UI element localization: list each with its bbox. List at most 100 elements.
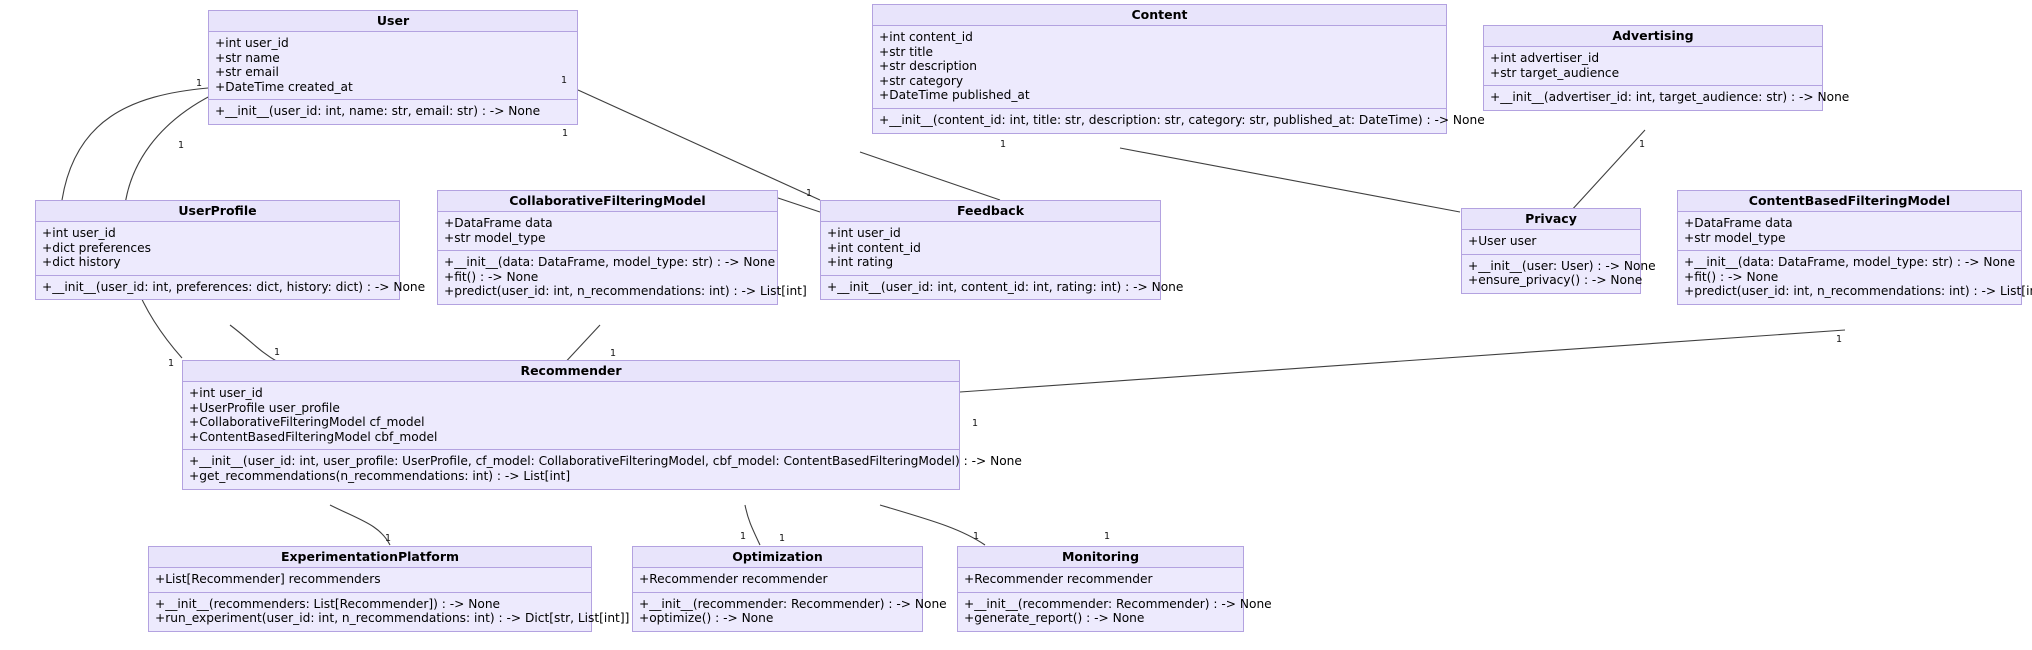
class-node-contentbasedfilteringmodel[interactable]: ContentBasedFilteringModel +DataFrame da… — [1677, 190, 2032, 305]
multiplicity-label: 1 — [1836, 334, 1843, 345]
class-title: Feedback — [821, 201, 1160, 222]
class-attributes: +int user_id +UserProfile user_profile +… — [183, 382, 959, 451]
class-attributes: +Recommender recommender — [633, 568, 922, 593]
class-node-feedback[interactable]: Feedback +int user_id +int content_id +i… — [820, 200, 1184, 301]
attribute-row: +int advertiser_id — [1490, 51, 1600, 65]
multiplicity-label: 1 — [1639, 139, 1646, 150]
multiplicity-label: 1 — [196, 78, 203, 89]
method-row: +__init__(user_id: int, content_id: int,… — [827, 279, 1184, 294]
class-attributes: +DataFrame data +str model_type — [1678, 212, 2021, 252]
multiplicity-label: 1 — [1000, 139, 1007, 150]
class-title: ContentBasedFilteringModel — [1678, 191, 2021, 212]
attribute-row: +CollaborativeFilteringModel cf_model — [189, 415, 425, 430]
method-row: +__init__(advertiser_id: int, target_aud… — [1490, 90, 1850, 105]
class-title: UserProfile — [36, 201, 399, 222]
class-methods: +__init__(recommenders: List[Recommender… — [149, 593, 630, 631]
class-title: Monitoring — [958, 547, 1243, 568]
attribute-row: +List[Recommender] recommenders — [155, 572, 381, 586]
attribute-row: +str description — [879, 59, 977, 74]
method-row: +__init__(content_id: int, title: str, d… — [879, 112, 1485, 127]
class-node-collaborativefilteringmodel[interactable]: CollaborativeFilteringModel +DataFrame d… — [437, 190, 807, 305]
class-methods: +__init__(recommender: Recommender) : ->… — [958, 593, 1272, 631]
multiplicity-label: 1 — [972, 418, 979, 429]
attribute-row: +DateTime published_at — [879, 88, 1030, 103]
class-attributes: +DataFrame data +str model_type — [438, 212, 777, 252]
multiplicity-label: 1 — [561, 75, 568, 86]
class-title: Privacy — [1462, 209, 1640, 230]
class-node-experimentationplatform[interactable]: ExperimentationPlatform +List[Recommende… — [148, 546, 630, 632]
method-row: +__init__(recommender: Recommender) : ->… — [964, 596, 1272, 611]
method-row: +__init__(user_id: int, preferences: dic… — [42, 279, 426, 294]
class-node-content[interactable]: Content +int content_id +str title +str … — [872, 4, 1485, 134]
attribute-row: +str name — [215, 50, 280, 65]
attribute-row: +int user_id — [827, 226, 901, 240]
class-title: Content — [873, 5, 1446, 26]
attribute-row: +str title — [879, 44, 934, 59]
class-attributes: +int advertiser_id +str target_audience — [1484, 47, 1822, 87]
class-node-optimization[interactable]: Optimization +Recommender recommender +_… — [632, 546, 947, 632]
method-row: +__init__(data: DataFrame, model_type: s… — [444, 255, 776, 270]
class-node-advertising[interactable]: Advertising +int advertiser_id +str targ… — [1483, 25, 1850, 111]
class-attributes: +int content_id +str title +str descript… — [873, 26, 1446, 109]
class-title: Optimization — [633, 547, 922, 568]
method-row: +generate_report() : -> None — [964, 611, 1145, 626]
attribute-row: +UserProfile user_profile — [189, 400, 340, 415]
attribute-row: +dict preferences — [42, 240, 151, 255]
class-methods: +__init__(data: DataFrame, model_type: s… — [1678, 251, 2032, 304]
method-row: +optimize() : -> None — [639, 611, 774, 626]
multiplicity-label: 1 — [178, 140, 185, 151]
attribute-row: +str category — [879, 73, 964, 88]
attribute-row: +int content_id — [879, 30, 973, 44]
method-row: +__init__(recommender: Recommender) : ->… — [639, 596, 947, 611]
multiplicity-label: 1 — [385, 533, 392, 544]
attribute-row: +int user_id — [189, 386, 263, 400]
attribute-row: +DataFrame data — [444, 216, 553, 230]
class-node-monitoring[interactable]: Monitoring +Recommender recommender +__i… — [957, 546, 1272, 632]
multiplicity-label: 1 — [168, 358, 175, 369]
class-attributes: +int user_id +dict preferences +dict his… — [36, 222, 399, 276]
class-attributes: +Recommender recommender — [958, 568, 1243, 593]
attribute-row: +str model_type — [1684, 230, 1786, 245]
multiplicity-label: 1 — [973, 531, 980, 542]
multiplicity-label: 1 — [806, 188, 813, 199]
attribute-row: +int content_id — [827, 240, 921, 255]
attribute-row: +User user — [1468, 234, 1537, 248]
method-row: +__init__(user_id: int, name: str, email… — [215, 104, 541, 119]
attribute-row: +ContentBasedFilteringModel cbf_model — [189, 429, 438, 444]
class-attributes: +List[Recommender] recommenders — [149, 568, 591, 593]
class-attributes: +int user_id +str name +str email +DateT… — [209, 32, 577, 101]
class-title: Advertising — [1484, 26, 1822, 47]
class-node-user[interactable]: User +int user_id +str name +str email +… — [208, 10, 578, 125]
method-row: +run_experiment(user_id: int, n_recommen… — [155, 611, 630, 626]
class-methods: +__init__(user: User) : -> None +ensure_… — [1462, 255, 1656, 293]
class-title: ExperimentationPlatform — [149, 547, 591, 568]
class-methods: +__init__(user_id: int, content_id: int,… — [821, 276, 1184, 300]
multiplicity-label: 1 — [562, 128, 569, 139]
method-row: +__init__(recommenders: List[Recommender… — [155, 596, 501, 611]
method-row: +fit() : -> None — [444, 269, 539, 284]
class-node-userprofile[interactable]: UserProfile +int user_id +dict preferenc… — [35, 200, 426, 301]
attribute-row: +Recommender recommender — [639, 572, 828, 586]
class-methods: +__init__(user_id: int, preferences: dic… — [36, 276, 426, 300]
method-row: +fit() : -> None — [1684, 269, 1779, 284]
method-row: +__init__(user_id: int, user_profile: Us… — [189, 454, 1022, 469]
class-methods: +__init__(content_id: int, title: str, d… — [873, 109, 1485, 133]
attribute-row: +dict history — [42, 255, 121, 270]
attribute-row: +DataFrame data — [1684, 216, 1793, 230]
multiplicity-label: 1 — [274, 347, 281, 358]
method-row: +get_recommendations(n_recommendations: … — [189, 468, 571, 483]
method-row: +__init__(data: DataFrame, model_type: s… — [1684, 255, 2016, 270]
class-node-privacy[interactable]: Privacy +User user +__init__(user: User)… — [1461, 208, 1656, 294]
class-attributes: +User user — [1462, 230, 1640, 255]
class-node-recommender[interactable]: Recommender +int user_id +UserProfile us… — [182, 360, 1022, 490]
class-title: Recommender — [183, 361, 959, 382]
class-title: User — [209, 11, 577, 32]
multiplicity-label: 1 — [740, 531, 747, 542]
method-row: +ensure_privacy() : -> None — [1468, 273, 1643, 288]
method-row: +__init__(user: User) : -> None — [1468, 258, 1656, 273]
class-methods: +__init__(recommender: Recommender) : ->… — [633, 593, 947, 631]
multiplicity-label: 1 — [779, 533, 786, 544]
multiplicity-label: 1 — [1104, 531, 1111, 542]
multiplicity-label: 1 — [610, 348, 617, 359]
